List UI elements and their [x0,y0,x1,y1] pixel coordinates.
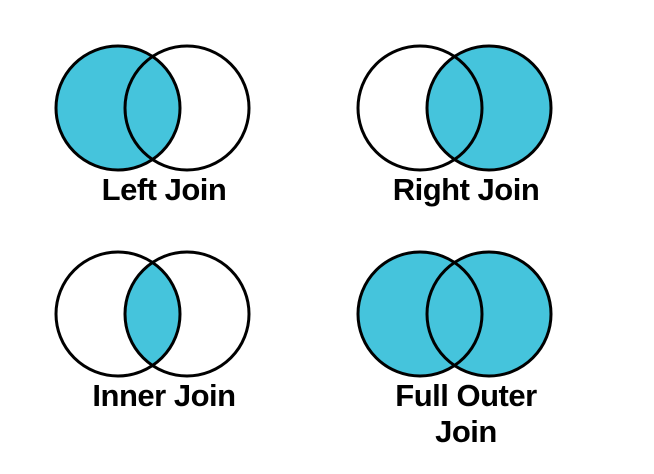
right-join-venn-svg [356,44,553,172]
intersection-region [125,46,180,170]
intersection-region [427,46,482,170]
venn-diagram-inner-join: Inner Join [28,242,300,422]
venn-diagram-full-outer-join: Full Outer Join [330,242,602,458]
left-join-venn-svg [54,44,251,172]
intersection-region [125,252,180,376]
right-join-label: Right Join [392,172,540,207]
right-circle-outline [425,250,553,378]
left-circle-outline [54,250,182,378]
left-join-label: Left Join [101,172,227,207]
venn-diagram-left-join: Left Join [28,36,300,216]
right-circle-outline [123,44,251,172]
right-circle-outline [425,44,553,172]
full-outer-join-label: Full Outer Join [395,378,537,449]
venn-diagram-right-join: Right Join [330,36,602,216]
left-circle-outline [356,44,484,172]
left-circle-outline [356,250,484,378]
right-circle-fill [427,252,551,376]
right-circle-outline [123,250,251,378]
full-outer-join-venn-svg [356,250,553,378]
inner-join-label: Inner Join [92,378,236,413]
inner-join-venn-svg [54,250,251,378]
left-circle-outline [54,44,182,172]
